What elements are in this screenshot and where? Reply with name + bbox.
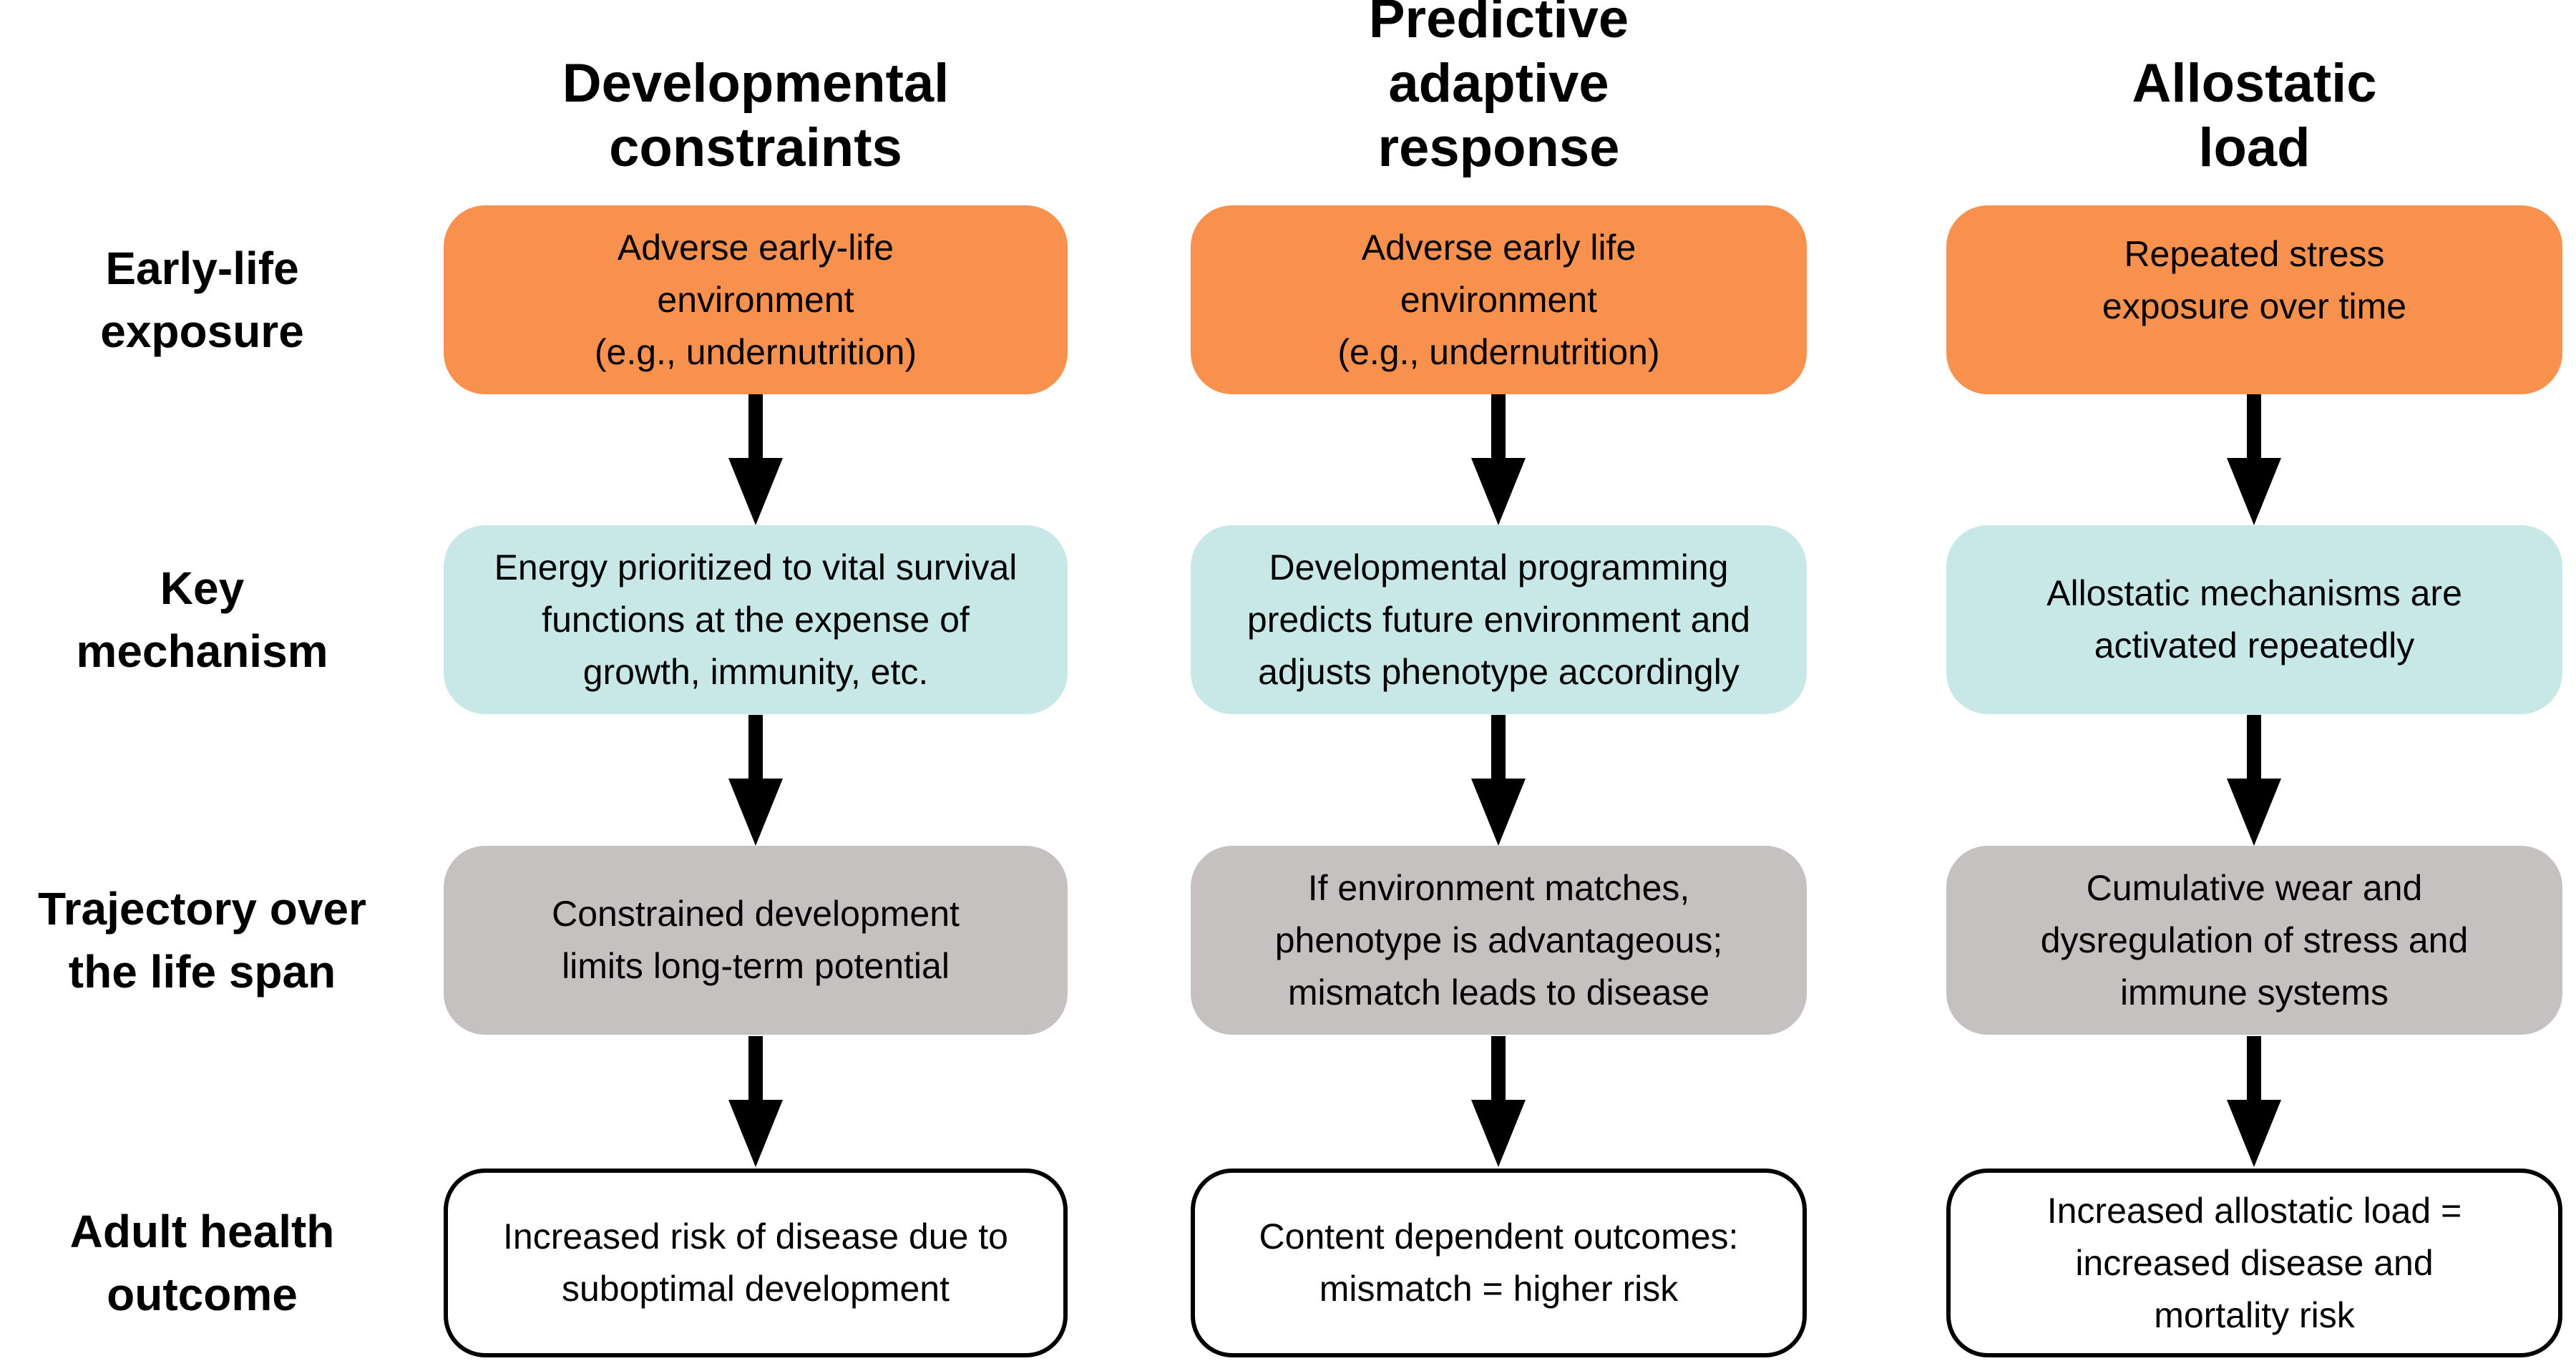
row-label-text: Key mechanism bbox=[76, 562, 328, 677]
box-exposure-predictive-adaptive-response: Adverse early life environment (e.g., un… bbox=[1191, 205, 1807, 394]
arrow-head bbox=[1471, 1100, 1526, 1167]
row-label-adult-health-outcome: Adult health outcome bbox=[7, 1169, 397, 1357]
down-arrow-icon bbox=[1471, 715, 1526, 846]
box-text: Cumulative wear and dysregulation of str… bbox=[2040, 867, 2469, 1013]
arrow-head bbox=[728, 1100, 783, 1167]
box-exposure-developmental-constraints: Adverse early-life environment (e.g., un… bbox=[444, 205, 1068, 394]
box-trajectory-allostatic-load: Cumulative wear and dysregulation of str… bbox=[1946, 846, 2562, 1035]
box-mechanism-allostatic-load: Allostatic mechanisms are activated repe… bbox=[1946, 525, 2562, 714]
arrow-stem bbox=[1491, 1036, 1506, 1100]
column-header-text: Developmental constraints bbox=[562, 53, 950, 178]
row-label-text: Trajectory over the life span bbox=[38, 883, 366, 997]
row-label-text: Adult health outcome bbox=[69, 1206, 335, 1320]
arrow-stem bbox=[2247, 715, 2261, 779]
box-text: Increased allostatic load = increased di… bbox=[2046, 1190, 2462, 1335]
arrow-head bbox=[2227, 1100, 2281, 1167]
column-header-text: Allostatic load bbox=[2132, 53, 2377, 178]
box-text: Adverse early-life environment (e.g., un… bbox=[594, 227, 917, 372]
down-arrow-icon bbox=[2227, 1036, 2281, 1167]
row-label-key-mechanism: Key mechanism bbox=[7, 525, 397, 714]
box-outcome-developmental-constraints: Increased risk of disease due to subopti… bbox=[444, 1169, 1068, 1357]
box-text: Allostatic mechanisms are activated repe… bbox=[2046, 573, 2462, 665]
box-text: If environment matches, phenotype is adv… bbox=[1274, 867, 1723, 1013]
arrow-head bbox=[728, 779, 783, 846]
down-arrow-icon bbox=[1471, 394, 1526, 525]
box-text: Energy prioritized to vital survival fun… bbox=[494, 547, 1018, 692]
arrow-head bbox=[1471, 458, 1526, 525]
box-text: Developmental programming predicts futur… bbox=[1246, 547, 1751, 692]
down-arrow-icon bbox=[2227, 394, 2281, 525]
arrow-head bbox=[1471, 779, 1526, 846]
box-trajectory-developmental-constraints: Constrained development limits long-term… bbox=[444, 846, 1068, 1035]
column-header-predictive-adaptive-response: Predictive adaptive response bbox=[1191, 0, 1807, 180]
arrow-stem bbox=[748, 394, 763, 458]
box-text: Constrained development limits long-term… bbox=[552, 894, 960, 986]
down-arrow-icon bbox=[728, 1036, 783, 1167]
down-arrow-icon bbox=[728, 394, 783, 525]
box-exposure-allostatic-load: Repeated stress exposure over time bbox=[1946, 205, 2562, 394]
row-label-trajectory-over-life-span: Trajectory over the life span bbox=[7, 846, 397, 1035]
box-text: Increased risk of disease due to subopti… bbox=[503, 1216, 1008, 1309]
arrow-head bbox=[2227, 779, 2281, 846]
down-arrow-icon bbox=[1471, 1036, 1526, 1167]
down-arrow-icon bbox=[728, 715, 783, 846]
box-outcome-predictive-adaptive-response: Content dependent outcomes: mismatch = h… bbox=[1191, 1169, 1807, 1357]
box-text: Content dependent outcomes: mismatch = h… bbox=[1259, 1216, 1739, 1309]
box-mechanism-developmental-constraints: Energy prioritized to vital survival fun… bbox=[444, 525, 1068, 714]
box-text: Repeated stress exposure over time bbox=[2102, 233, 2407, 326]
arrow-stem bbox=[2247, 1036, 2261, 1100]
arrow-stem bbox=[748, 715, 763, 779]
column-header-developmental-constraints: Developmental constraints bbox=[444, 0, 1068, 180]
box-mechanism-predictive-adaptive-response: Developmental programming predicts futur… bbox=[1191, 525, 1807, 714]
row-label-early-life-exposure: Early-life exposure bbox=[7, 205, 397, 394]
box-outcome-allostatic-load: Increased allostatic load = increased di… bbox=[1946, 1169, 2562, 1357]
arrow-stem bbox=[1491, 394, 1506, 458]
arrow-stem bbox=[748, 1036, 763, 1100]
row-label-text: Early-life exposure bbox=[100, 243, 304, 357]
box-text: Adverse early life environment (e.g., un… bbox=[1337, 227, 1660, 372]
down-arrow-icon bbox=[2227, 715, 2281, 846]
arrow-stem bbox=[2247, 394, 2261, 458]
arrow-head bbox=[2227, 458, 2281, 525]
box-trajectory-predictive-adaptive-response: If environment matches, phenotype is adv… bbox=[1191, 846, 1807, 1035]
arrow-stem bbox=[1491, 715, 1506, 779]
arrow-head bbox=[728, 458, 783, 525]
column-header-text: Predictive adaptive response bbox=[1368, 0, 1629, 178]
column-header-allostatic-load: Allostatic load bbox=[1946, 0, 2562, 180]
